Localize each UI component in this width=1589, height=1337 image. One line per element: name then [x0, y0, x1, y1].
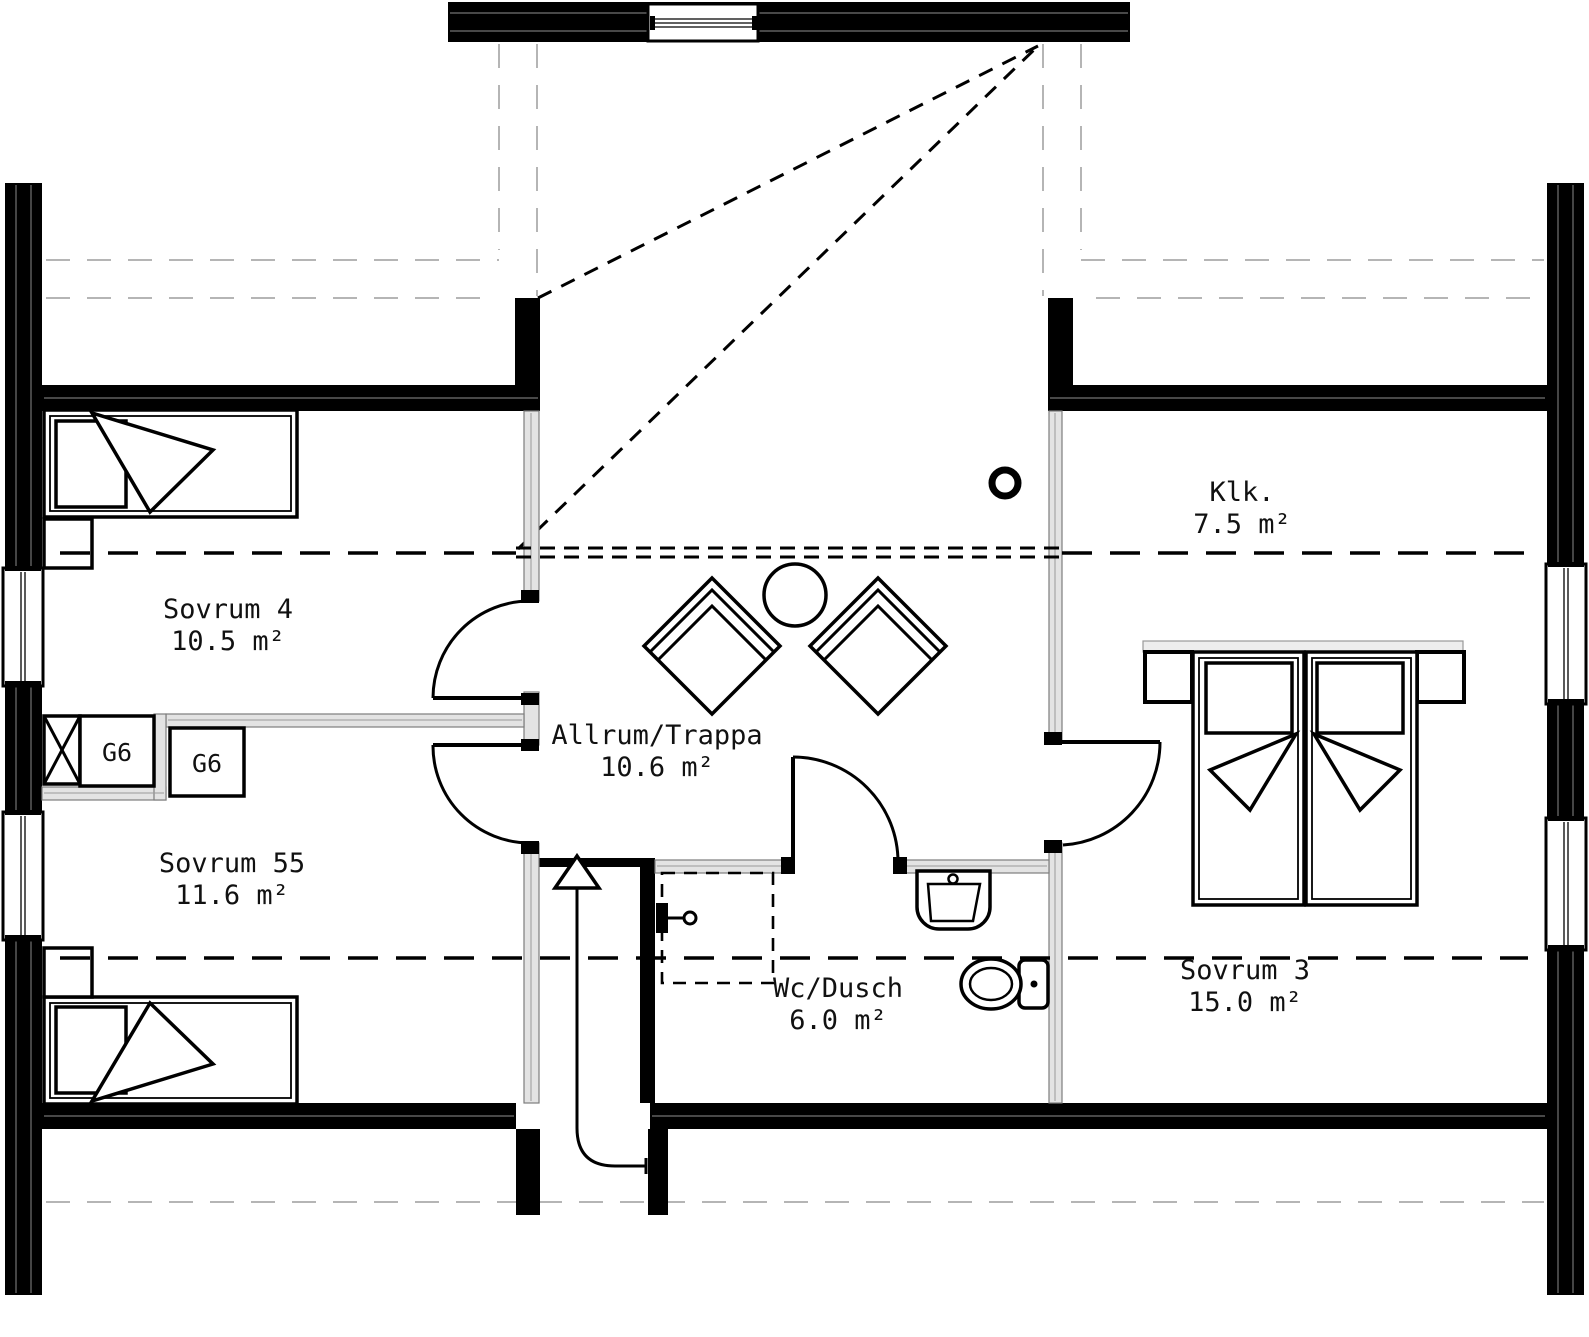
- wall-dormer-cheek-left: [515, 298, 540, 398]
- wall-right: [1547, 183, 1584, 1295]
- shower-mixer-icon: [656, 903, 698, 933]
- wall-room-top-left: [42, 385, 540, 411]
- vent-circle-icon: [988, 466, 1022, 500]
- window-left-1: [1, 566, 45, 688]
- room-label-allrum: Allrum/Trappa: [551, 720, 762, 751]
- furniture-left: [42, 408, 299, 1106]
- wardrobe-g6-1: [78, 714, 156, 788]
- headroom-dashed-lines: [60, 546, 1528, 960]
- wall-hatch-lines: [15, 12, 1574, 1293]
- door-frame-blocks: [521, 590, 1062, 874]
- window-top: [646, 2, 760, 43]
- door-wc: [791, 755, 900, 864]
- door-sovrum55: [431, 743, 531, 845]
- doors: [431, 590, 1162, 874]
- roofline-dashed-lines: [46, 44, 1544, 1203]
- bathroom-fixtures-a: [656, 869, 992, 985]
- wardrobe-crossed: [42, 714, 82, 786]
- room-label-sovrum55: Sovrum 55: [159, 848, 305, 879]
- door-arc: [792, 755, 900, 863]
- wardrobe-g6-2: [168, 726, 246, 798]
- wall-bottom-right: [650, 1103, 1547, 1129]
- blanket-fold: [1309, 730, 1404, 813]
- room-labels: Sovrum 4 10.5 m² Sovrum 55 11.6 m² Allru…: [102, 477, 1310, 1036]
- armchair-right: [807, 575, 949, 717]
- room-area-wc: 6.0 m²: [789, 1005, 887, 1036]
- window-right-1: [1544, 562, 1588, 706]
- stair-up-arrow: [551, 852, 603, 890]
- sink: [915, 869, 992, 931]
- wardrobe-label-g6-1: G6: [102, 738, 132, 767]
- void-diagonal-dashed-lines: [516, 44, 1040, 551]
- wall-room-top-right: [1048, 385, 1547, 411]
- room-area-sovrum55: 11.6 m²: [175, 880, 289, 911]
- pillow: [1204, 661, 1294, 735]
- windows: [1, 2, 1588, 952]
- door-arc: [431, 744, 531, 845]
- room-label-sovrum3: Sovrum 3: [1180, 955, 1310, 986]
- stair-right-wall: [640, 862, 655, 1103]
- stair-shaft-wall-below-left: [516, 1129, 540, 1215]
- tap-icon: [947, 873, 959, 885]
- wall-bottom-left: [42, 1103, 516, 1129]
- room-label-klk: Klk.: [1209, 477, 1274, 508]
- door-sovrum4: [431, 599, 531, 700]
- wall-left: [5, 183, 42, 1295]
- window-right-2: [1544, 816, 1588, 952]
- armchair-left: [641, 575, 783, 717]
- round-table: [762, 562, 828, 628]
- pillow: [1315, 661, 1405, 735]
- nightstand: [1415, 650, 1466, 704]
- room-label-wc: Wc/Dusch: [773, 973, 903, 1004]
- window-left-2: [1, 810, 45, 942]
- bed-single-sovrum55: [42, 995, 299, 1106]
- room-label-sovrum4: Sovrum 4: [163, 594, 293, 625]
- shower-area: [660, 871, 775, 985]
- toilet: [959, 957, 1050, 1011]
- door-arc: [1062, 741, 1162, 847]
- wall-dormer-cheek-right: [1048, 298, 1073, 398]
- stair-shaft-wall-below-right: [648, 1129, 668, 1215]
- exterior-walls: [5, 2, 1584, 1295]
- stair-walkline: [575, 882, 646, 1168]
- partition-bedroom-divider-jog: [153, 713, 167, 801]
- bed-single-sovrum4: [42, 408, 299, 519]
- nightstand: [1143, 650, 1194, 704]
- door-sovrum3: [1057, 740, 1162, 847]
- door-arc: [431, 599, 531, 699]
- blanket-fold: [88, 1000, 217, 1104]
- blanket-fold: [1206, 730, 1301, 813]
- bed-double-sovrum3: [1143, 650, 1466, 907]
- wall-top: [448, 2, 1130, 42]
- stair-top-wall: [538, 858, 655, 867]
- wardrobe-label-g6-2: G6: [192, 749, 222, 778]
- staircase: [551, 852, 648, 1174]
- room-area-allrum: 10.6 m²: [600, 752, 714, 783]
- seating-group: [641, 562, 949, 717]
- room-area-klk: 7.5 m²: [1193, 509, 1291, 540]
- room-area-sovrum3: 15.0 m²: [1188, 987, 1302, 1018]
- blanket-fold: [88, 410, 217, 515]
- nightstand: [42, 517, 94, 570]
- partition-center-lines: [44, 413, 1056, 1101]
- room-area-sovrum4: 10.5 m²: [171, 626, 285, 657]
- nightstand: [42, 946, 94, 999]
